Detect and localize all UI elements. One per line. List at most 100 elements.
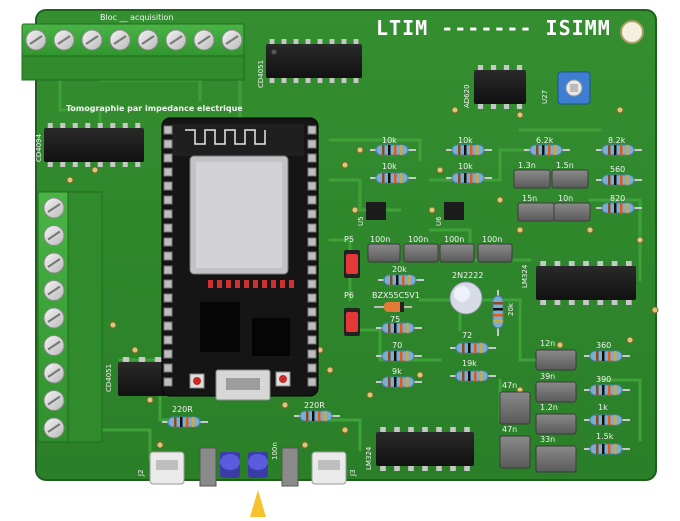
vias <box>66 106 659 449</box>
esp-pin-right <box>307 125 317 135</box>
chip-pins <box>47 39 632 471</box>
screw-left <box>43 390 65 411</box>
trimmer-u27[interactable] <box>557 71 591 105</box>
label-c1n3: 1.3n <box>518 161 536 170</box>
label-r10k-2: 10k <box>458 136 473 145</box>
esp-pin-left <box>163 223 173 233</box>
resistor <box>376 322 422 334</box>
board-title: LTIM ------- ISIMM <box>376 16 611 40</box>
label-j2: J2 <box>137 469 145 476</box>
label-cd4094: CD4094 <box>35 133 43 162</box>
esp-header-pin <box>208 280 213 288</box>
chip-pin <box>583 300 589 305</box>
esp-pin-right <box>307 321 317 331</box>
esp-pin-right <box>307 153 317 163</box>
chip-pin <box>597 261 604 266</box>
label-r10k-1: 10k <box>382 136 397 145</box>
jumper-p6[interactable] <box>344 308 360 336</box>
chip-pin <box>450 427 456 432</box>
chip-pin <box>464 466 470 471</box>
chip-pin <box>293 78 299 83</box>
cursor-arrow-marker <box>250 490 266 517</box>
esp32-module <box>161 117 319 401</box>
chip-pin <box>138 357 146 362</box>
chip-pin <box>122 357 130 362</box>
chip-pin <box>436 466 442 471</box>
label-u27: U27 <box>541 89 549 104</box>
chip-pin <box>422 427 428 432</box>
chip-pin <box>72 162 78 167</box>
esp-pin-left <box>163 125 173 135</box>
esp-pin-right <box>307 279 317 289</box>
label-c100n-1: 100n <box>370 235 391 244</box>
resistor <box>376 350 422 362</box>
capacitor-block <box>517 202 555 222</box>
label-cd4051-top: CD4051 <box>257 59 265 88</box>
chip-pin <box>269 39 275 44</box>
chip-pin <box>72 123 78 128</box>
esp-pin-left <box>163 237 173 247</box>
resistor <box>446 144 492 156</box>
usb-connector-j2 <box>149 451 185 485</box>
terminal-screws-top <box>25 29 243 51</box>
esp-pin-right <box>307 335 317 345</box>
esp-header-pin <box>289 280 294 288</box>
resistor <box>376 376 422 388</box>
jumper-p5[interactable] <box>344 250 360 278</box>
chip-u6 <box>444 202 464 220</box>
chip-pin <box>394 427 400 432</box>
screw-left <box>43 307 65 329</box>
chip-pin <box>394 466 400 471</box>
chip-pin <box>568 261 575 266</box>
resistor <box>584 414 630 426</box>
esp-header-pin <box>217 280 222 288</box>
esp-header-pin <box>280 280 285 288</box>
screw-left <box>43 197 65 219</box>
transistor-2n2222 <box>449 281 483 315</box>
resistor <box>596 202 642 214</box>
resistor <box>370 144 416 156</box>
chip-cd4051-top <box>266 44 362 78</box>
chip-pin <box>110 123 116 128</box>
chip-pin <box>97 123 103 128</box>
screw-left <box>43 280 65 301</box>
chip-pin <box>408 466 414 471</box>
screw-left <box>43 417 65 439</box>
chip-pin <box>317 78 323 83</box>
label-r820: 820 <box>610 194 626 203</box>
capacitor-block <box>513 169 551 189</box>
label-r1k: 1k <box>598 403 608 412</box>
chip-pin <box>554 300 561 305</box>
chip-pin <box>464 427 470 432</box>
capacitor-block <box>551 169 589 189</box>
resistor <box>446 172 492 184</box>
label-c15n: 15n <box>522 194 538 203</box>
screw-left <box>43 335 65 356</box>
label-u6: U6 <box>435 216 443 226</box>
esp-pin-right <box>307 363 317 373</box>
resistor <box>450 370 496 382</box>
label-transistor: 2N2222 <box>452 271 484 280</box>
esp32-pins <box>163 125 317 387</box>
resistor <box>450 342 496 354</box>
chip-pin <box>281 39 287 44</box>
label-r75: 75 <box>390 315 401 324</box>
screw-left <box>43 225 65 246</box>
label-c1n2: 1.2n <box>540 403 558 412</box>
label-r20k: 20k <box>392 265 407 274</box>
esp-pin-left <box>163 307 173 317</box>
esp-pin-right <box>307 223 317 233</box>
label-r20k-vertical: 20k <box>507 303 515 316</box>
chip-pin <box>122 162 128 167</box>
resistor <box>162 416 208 428</box>
chip-pin <box>135 123 141 128</box>
chip-pin <box>341 39 347 44</box>
esp-pin-left <box>163 139 173 149</box>
esp-pin-left <box>163 167 173 177</box>
chip-pin <box>293 39 299 44</box>
capacitor-block <box>553 202 591 222</box>
label-c100n-4: 100n <box>482 235 503 244</box>
chip-pin <box>583 261 589 266</box>
